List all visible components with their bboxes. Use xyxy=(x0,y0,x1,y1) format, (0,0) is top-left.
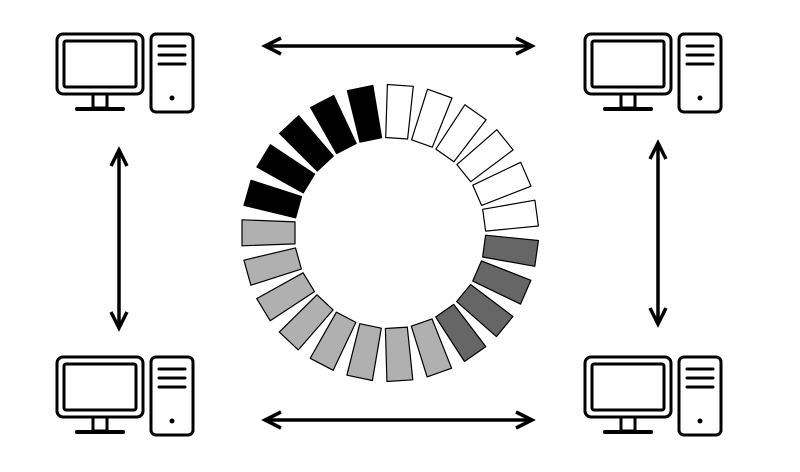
arrow-top-right-to-bottom-right-icon xyxy=(648,139,668,328)
computer-bottom-right-icon xyxy=(583,355,723,437)
spinner-segment xyxy=(456,283,514,338)
spinner-segment xyxy=(385,83,414,140)
arrow-bottom-left-to-bottom-right-icon xyxy=(261,410,536,430)
computer-top-left-icon xyxy=(55,32,195,114)
spinner-segment xyxy=(456,129,514,183)
spinner-segment xyxy=(241,219,296,247)
spinner-segment xyxy=(256,144,316,194)
spinner-segment xyxy=(278,294,334,351)
loading-spinner-icon xyxy=(241,83,540,383)
spinner-segment xyxy=(310,94,357,155)
spinner-segment xyxy=(243,247,302,286)
spinner-segment xyxy=(309,311,357,371)
spinner-segment xyxy=(346,84,383,143)
spinner-segment xyxy=(411,88,453,148)
spinner-segment xyxy=(410,318,453,378)
computer-top-right-icon xyxy=(583,32,723,114)
spinner-segment xyxy=(482,234,540,267)
arrow-top-left-to-bottom-left-icon xyxy=(109,146,129,332)
spinner-segment xyxy=(279,115,334,172)
computer-bottom-left-icon xyxy=(55,355,195,437)
spinner-segment xyxy=(472,161,532,206)
spinner-segment xyxy=(472,260,532,305)
spinner-segment xyxy=(435,303,487,363)
spinner-segment xyxy=(346,323,382,382)
spinner-segment xyxy=(384,326,414,383)
spinner-segment xyxy=(435,104,487,163)
arrow-top-left-to-top-right-icon xyxy=(261,36,536,56)
spinner-segment xyxy=(256,272,316,322)
arrows-layer xyxy=(109,36,668,430)
spinner-segment xyxy=(482,199,540,232)
spinner-segment xyxy=(243,179,303,219)
